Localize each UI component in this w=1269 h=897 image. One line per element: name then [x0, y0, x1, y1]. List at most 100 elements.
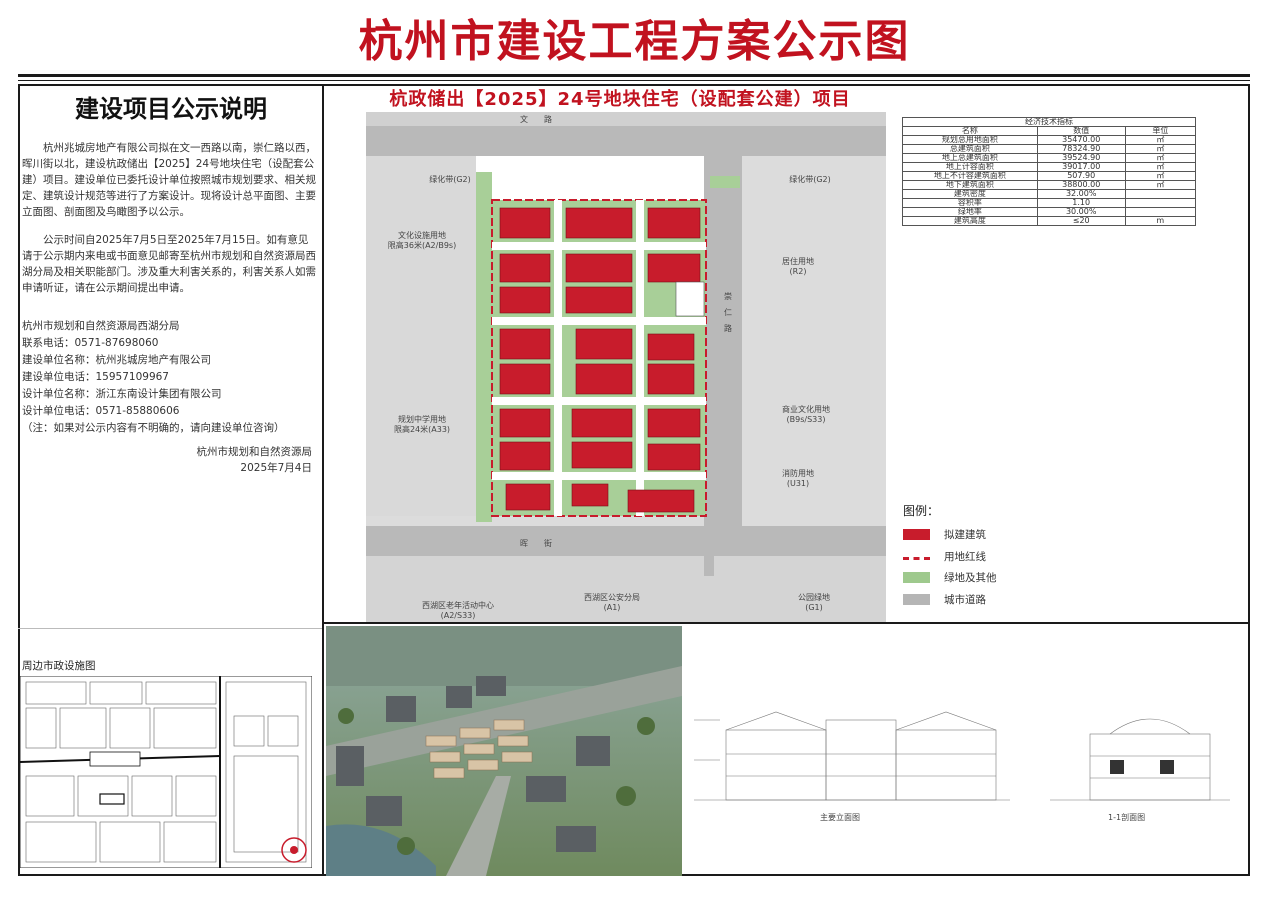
site-plan: 文 路 崇 仁 路 晖 街 绿化带(G2) 绿化带(G2) 文化设施用地限高36…	[366, 112, 886, 622]
plot-right-1-label: 居住用地(R2)	[782, 256, 814, 276]
notice-body: 杭州兆城房地产有限公司拟在文一西路以南，崇仁路以西，晖川街以北，建设杭政储出【2…	[22, 140, 318, 308]
legend-label: 用地红线	[944, 550, 986, 563]
legend-swatch-building	[903, 528, 930, 540]
table-cell: 78324.90	[1036, 144, 1126, 154]
legend-label: 拟建建筑	[944, 528, 986, 541]
title-rule-thick	[18, 74, 1250, 77]
road-south-label: 晖 街	[520, 538, 552, 548]
divider-left	[322, 84, 324, 876]
signature-org: 杭州市规划和自然资源局	[196, 446, 313, 458]
notice-title: 建设项目公示说明	[75, 95, 267, 123]
green-left-label: 绿化带(G2)	[429, 174, 471, 184]
contact-line: （注：如果对公示内容有不明确的，请向建设单位咨询）	[22, 422, 285, 434]
aerial-render	[326, 626, 682, 876]
table-cell: 地上总建筑面积	[902, 153, 1038, 163]
table-cell	[1124, 189, 1197, 199]
legend-item: 拟建建筑	[903, 526, 986, 542]
contact-line: 联系电话：0571-87698060	[22, 337, 159, 349]
notice-paragraph-2: 公示时间自2025年7月5日至2025年7月15日。如有意见请于公示期内来电或书…	[22, 234, 316, 294]
legend-title: 图例：	[903, 504, 940, 518]
plot-bottom-3-label: 公园绿地(G1)	[798, 592, 830, 612]
title-rule-thin	[18, 80, 1250, 81]
contact-line: 设计单位名称：浙江东南设计集团有限公司	[22, 388, 222, 400]
table-cell: 39524.90	[1036, 153, 1126, 163]
road-east-label: 崇 仁 路	[724, 292, 733, 332]
elevation-caption: 主要立面图	[820, 813, 860, 822]
legend-item: 绿地及其他	[903, 569, 997, 585]
table-cell: ㎡	[1124, 162, 1197, 172]
table-cell: ≤20	[1036, 216, 1126, 226]
contact-list: 杭州市规划和自然资源局西湖分局 联系电话：0571-87698060 建设单位名…	[22, 318, 318, 437]
tech-table-header: 名称	[902, 126, 1038, 136]
elevation-drawings	[694, 711, 1230, 801]
divider-middle	[324, 622, 1250, 624]
table-cell: 总建筑面积	[902, 144, 1038, 154]
location-map-label: 周边市政设施图	[22, 660, 96, 672]
legend-item: 城市道路	[903, 591, 986, 607]
table-cell: 建筑密度	[902, 189, 1038, 199]
contact-line: 杭州市规划和自然资源局西湖分局	[22, 320, 180, 332]
table-cell: 507.90	[1036, 171, 1126, 181]
legend-swatch-road	[903, 593, 930, 605]
road-north-label: 文 路	[520, 114, 552, 124]
plot-right-2-label: 商业文化用地(B9s/S33)	[782, 404, 830, 424]
table-cell: 地上不计容建筑面积	[902, 171, 1038, 181]
section-caption: 1-1剖面图	[1108, 813, 1146, 822]
table-cell: 建筑高度	[902, 216, 1038, 226]
notice-paragraph-1: 杭州兆城房地产有限公司拟在文一西路以南，崇仁路以西，晖川街以北，建设杭政储出【2…	[22, 142, 316, 218]
table-cell: 39017.00	[1036, 162, 1126, 172]
table-cell: 规划总用地面积	[902, 135, 1038, 145]
table-cell: 容积率	[902, 198, 1038, 208]
location-map	[20, 676, 312, 868]
table-cell: 35470.00	[1036, 135, 1126, 145]
legend-swatch-green	[903, 571, 930, 583]
plot-bottom-2-label: 西湖区公安分局(A1)	[584, 592, 640, 612]
tech-table-header: 单位	[1124, 126, 1197, 136]
table-cell: ㎡	[1124, 171, 1197, 181]
table-cell: 地下建筑面积	[902, 180, 1038, 190]
plot-left-lower-label: 规划中学用地限高24米(A33)	[394, 414, 450, 434]
table-cell: ㎡	[1124, 180, 1197, 190]
legend-label: 绿地及其他	[944, 571, 997, 584]
plot-right-3-label: 消防用地(U31)	[782, 468, 814, 488]
table-cell: 30.00%	[1036, 207, 1126, 217]
divider-left-map	[18, 628, 322, 629]
table-cell: m	[1124, 216, 1197, 226]
plot-left-upper-label: 文化设施用地限高36米(A2/B9s)	[388, 230, 456, 250]
table-cell: 绿地率	[902, 207, 1038, 217]
legend-item: 用地红线	[903, 548, 986, 564]
project-title: 杭政储出【2025】24号地块住宅（设配套公建）项目	[389, 89, 851, 110]
signature-block: 杭州市规划和自然资源局 2025年7月4日	[22, 444, 313, 476]
table-cell: 32.00%	[1036, 189, 1126, 199]
signature-date: 2025年7月4日	[240, 462, 312, 474]
tech-table-header: 数值	[1036, 126, 1126, 136]
contact-line: 建设单位名称：杭州兆城房地产有限公司	[22, 354, 211, 366]
tech-table-caption: 经济技术指标	[902, 117, 1196, 127]
legend-label: 城市道路	[944, 593, 986, 606]
table-cell: 地上计容面积	[902, 162, 1038, 172]
plot-bottom-1-label: 西湖区老年活动中心(A2/S33)	[422, 600, 494, 620]
contact-line: 建设单位电话：15957109967	[22, 371, 169, 383]
table-cell: ㎡	[1124, 144, 1197, 154]
table-cell: ㎡	[1124, 153, 1197, 163]
table-cell: 38800.00	[1036, 180, 1126, 190]
green-right-label: 绿化带(G2)	[789, 174, 831, 184]
table-cell	[1124, 198, 1197, 208]
table-cell: 1.10	[1036, 198, 1126, 208]
legend-swatch-redline	[903, 556, 930, 560]
main-title: 杭州市建设工程方案公示图	[358, 16, 911, 67]
contact-line: 设计单位电话：0571-85880606	[22, 405, 180, 417]
table-cell: ㎡	[1124, 135, 1197, 145]
table-cell	[1124, 207, 1197, 217]
